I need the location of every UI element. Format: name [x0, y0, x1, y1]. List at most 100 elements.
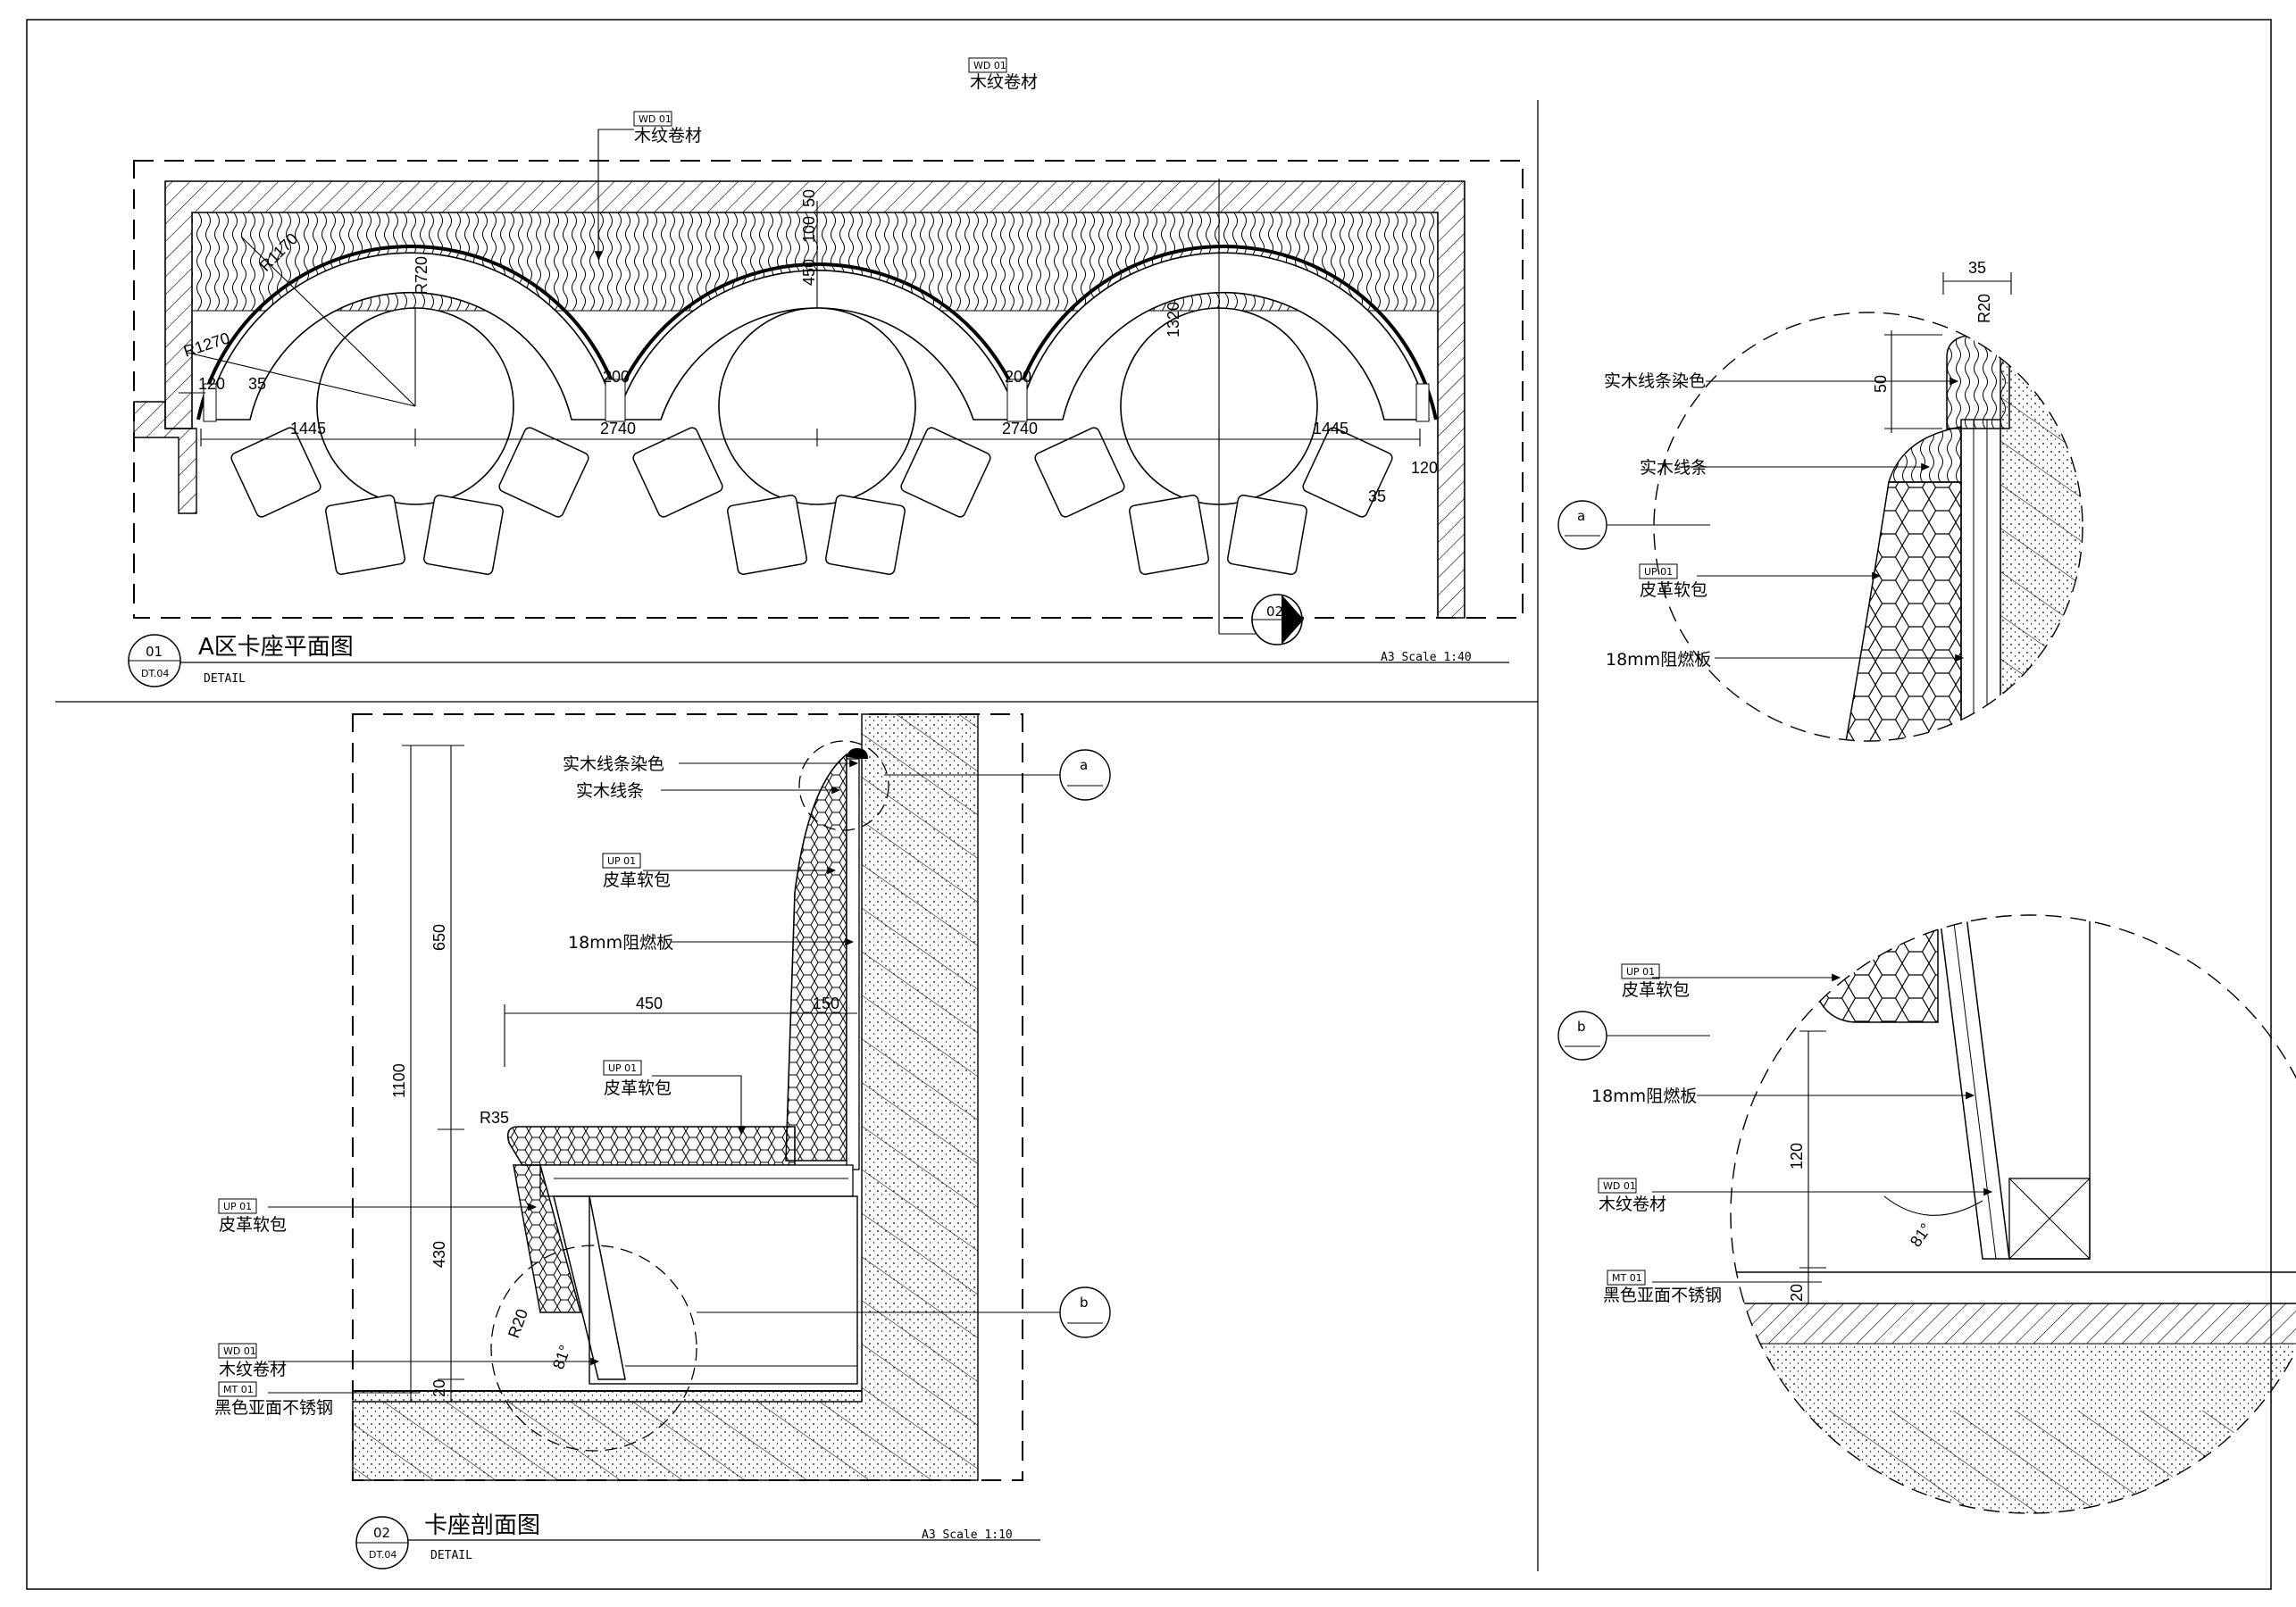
tag-code: WD 01 [639, 113, 672, 125]
tag-code: WD 01 [223, 1345, 256, 1357]
tag-code: WD 01 [973, 60, 1006, 71]
dim-450: 450 [800, 259, 818, 286]
dim-r720: R720 [413, 256, 430, 295]
tag-text: 木纹卷材 [634, 126, 702, 146]
sec-label-leather-front: 皮革软包 [219, 1215, 287, 1235]
detail-b-label-board: 18mm阻燃板 [1591, 1087, 1697, 1106]
chair [1227, 495, 1307, 575]
dim-100: 100 [800, 216, 818, 243]
section-callout-a: a [884, 749, 1111, 801]
chair [230, 427, 321, 518]
section-view: a b 1100 [214, 713, 1111, 1570]
section-seat-cushion [506, 1126, 796, 1166]
tag-code: UP 01 [1626, 966, 1655, 978]
tag-code: UP 01 [607, 855, 636, 867]
section-back-cushion [785, 753, 847, 1162]
dim-1320: 1320 [1165, 302, 1182, 337]
plan-dimensions [179, 179, 1421, 635]
plan-section-marker: 02 [1251, 594, 1304, 645]
detail-b-circle [1730, 914, 2296, 1514]
sec-tag-wd: WD 01 木纹卷材 [218, 1343, 287, 1379]
section-front-cushion [513, 1164, 581, 1313]
detail-b-cushion [1784, 915, 1939, 1023]
detail-b-callout: b [1557, 1011, 1607, 1061]
chair [1302, 427, 1393, 518]
sec-label-solid-wood: 实木线条 [576, 781, 644, 801]
sec-tag-up-back: UP 01 皮革软包 [602, 853, 671, 890]
detail-b-label-wood-veneer: 木纹卷材 [1599, 1195, 1666, 1214]
sec-tag-mt: MT 01 黑色亚面不锈钢 [214, 1381, 333, 1418]
tag-code: UP 01 [223, 1201, 252, 1212]
dim-35-left: 35 [248, 375, 266, 393]
section-title: 卡座剖面图 [424, 1512, 540, 1539]
sec-label-steel: 黑色亚面不锈钢 [214, 1398, 333, 1418]
tag-code: MT 01 [1612, 1272, 1642, 1284]
plan-title: A区卡座平面图 [198, 634, 354, 661]
dim-120-left: 120 [198, 375, 225, 393]
dim-35-right: 35 [1368, 487, 1386, 505]
section-title-block: 02 DT.04 卡座剖面图 DETAIL A3 Scale 1:10 [355, 1512, 1040, 1570]
detail-a-dim-35: 35 [1968, 259, 1986, 277]
tag-code: UP 01 [1644, 566, 1673, 578]
plan-chairs [230, 427, 1393, 575]
detail-a-circle [1653, 312, 2083, 742]
sec-tag-up-front: UP 01 皮革软包 [218, 1198, 287, 1235]
section-callout-b-label: b [1080, 1295, 1089, 1311]
plan-tag-wood: WD 01 木纹卷材 [594, 111, 702, 261]
section-top-cap [847, 748, 868, 759]
plan-booths [196, 245, 1438, 422]
booth-outer-left [196, 245, 625, 420]
sec-dim-450: 450 [636, 995, 663, 1012]
section-seat-board [539, 1164, 854, 1197]
detail-a-label-leather: 皮革软包 [1640, 580, 1707, 600]
chair [325, 495, 405, 575]
dim-2740-right: 2740 [1002, 420, 1038, 437]
detail-a-dim-50: 50 [1872, 375, 1890, 393]
detail-a-label-board: 18mm阻燃板 [1606, 650, 1711, 670]
section-callout-b: b [697, 1286, 1111, 1338]
section-detail-circle-b [490, 1245, 697, 1452]
sec-dim-81: 81° [549, 1343, 574, 1371]
plan-tag-top: WD 01 木纹卷材 [968, 57, 1038, 92]
plan-bubble-num: 01 [146, 644, 163, 660]
sec-label-wood-veneer: 木纹卷材 [219, 1360, 287, 1379]
sec-dim-20: 20 [430, 1379, 448, 1397]
sheet-border [26, 19, 2272, 1590]
detail-a-dim-r20: R20 [1975, 294, 1993, 323]
section-floor-finish [352, 1390, 863, 1403]
sec-label-leather-seat: 皮革软包 [604, 1078, 672, 1098]
plan-dashed-frame [133, 160, 1524, 619]
section-back-board [846, 758, 860, 1170]
chair [423, 495, 504, 575]
dim-1445-right: 1445 [1313, 420, 1348, 437]
booth-end-left [203, 383, 217, 422]
chair [727, 495, 807, 575]
plan-scale: A3 Scale 1:40 [1381, 651, 1472, 664]
detail-b: 120 81° 20 UP 01 皮革软包 18mm阻燃板 WD 01 木纹卷材… [1557, 914, 2296, 1514]
detail-b-tag-up: UP 01 皮革软包 [1621, 963, 1690, 1000]
detail-a-label-stained: 实木线条染色 [1604, 371, 1706, 391]
plan-detail: DETAIL [204, 672, 246, 686]
detail-b-label-leather: 皮革软包 [1622, 980, 1690, 1000]
detail-b-dim-20: 20 [1788, 1284, 1806, 1302]
detail-a-trim [1888, 426, 1962, 483]
plan-wall-step [133, 401, 197, 514]
dim-120-right: 120 [1411, 459, 1438, 477]
booth-divider-2 [1006, 379, 1028, 422]
section-detail: DETAIL [430, 1549, 472, 1562]
booth-end-right [1415, 383, 1430, 422]
detail-b-tag-wd: WD 01 木纹卷材 [1598, 1178, 1666, 1214]
booth-divider-1 [605, 379, 626, 422]
detail-b-label-steel: 黑色亚面不锈钢 [1603, 1286, 1722, 1305]
sec-label-board: 18mm阻燃板 [568, 933, 673, 953]
chair [900, 427, 991, 518]
dim-200-right: 200 [1005, 368, 1031, 386]
section-callout-a-label: a [1080, 757, 1088, 773]
detail-a-label-wood: 实木线条 [1640, 458, 1707, 478]
detail-b-dim-120: 120 [1788, 1143, 1806, 1170]
detail-b-tag-mt: MT 01 黑色亚面不锈钢 [1603, 1270, 1722, 1305]
tag-text: 木纹卷材 [970, 72, 1038, 92]
section-base-box [589, 1195, 858, 1385]
tag-code: WD 01 [1603, 1180, 1636, 1192]
detail-b-wood-box [2008, 1178, 2091, 1260]
